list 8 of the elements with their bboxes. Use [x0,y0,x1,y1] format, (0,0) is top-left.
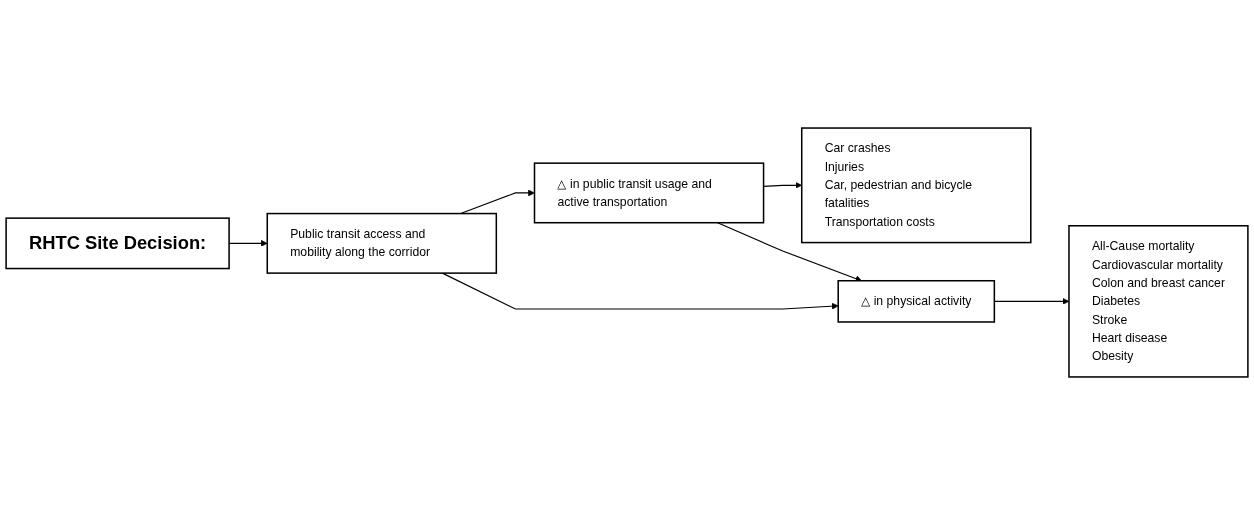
node-box: △ in public transit usage and active transportation [533,162,765,224]
node-box: Public transit access and mobility along the corridor [266,212,498,274]
arrow [460,189,535,215]
node-box: RHTC Site Decision: [5,217,230,270]
node-box: All-Cause mortality Cardiovascular mortality Colon and breast cancer Diabetes Stroke Heart disease Obesity [1068,225,1249,378]
node-box: Car crashes Injuries Car, pedestrian and bicycle fatalities Transportation costs [800,127,1032,244]
arrow [717,222,862,282]
node-box: △ in physical activity [837,280,996,323]
